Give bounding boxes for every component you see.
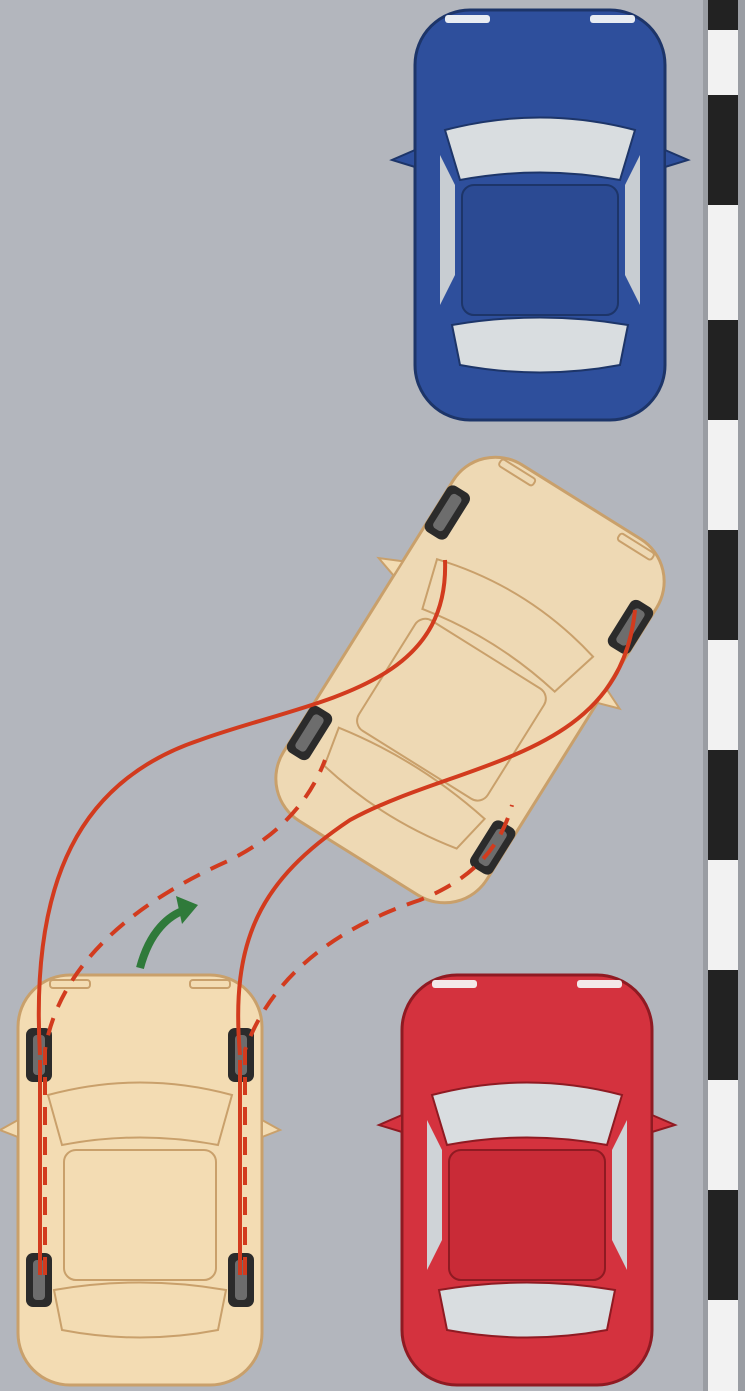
parked-car-rear bbox=[376, 973, 678, 1387]
steering-direction-arrow bbox=[136, 896, 198, 970]
front-wheel-path bbox=[36, 559, 637, 1275]
parked-car-front bbox=[389, 8, 691, 422]
curb bbox=[703, 0, 745, 1391]
learner-car-start bbox=[0, 973, 283, 1387]
rear-wheel-path bbox=[43, 759, 514, 1275]
